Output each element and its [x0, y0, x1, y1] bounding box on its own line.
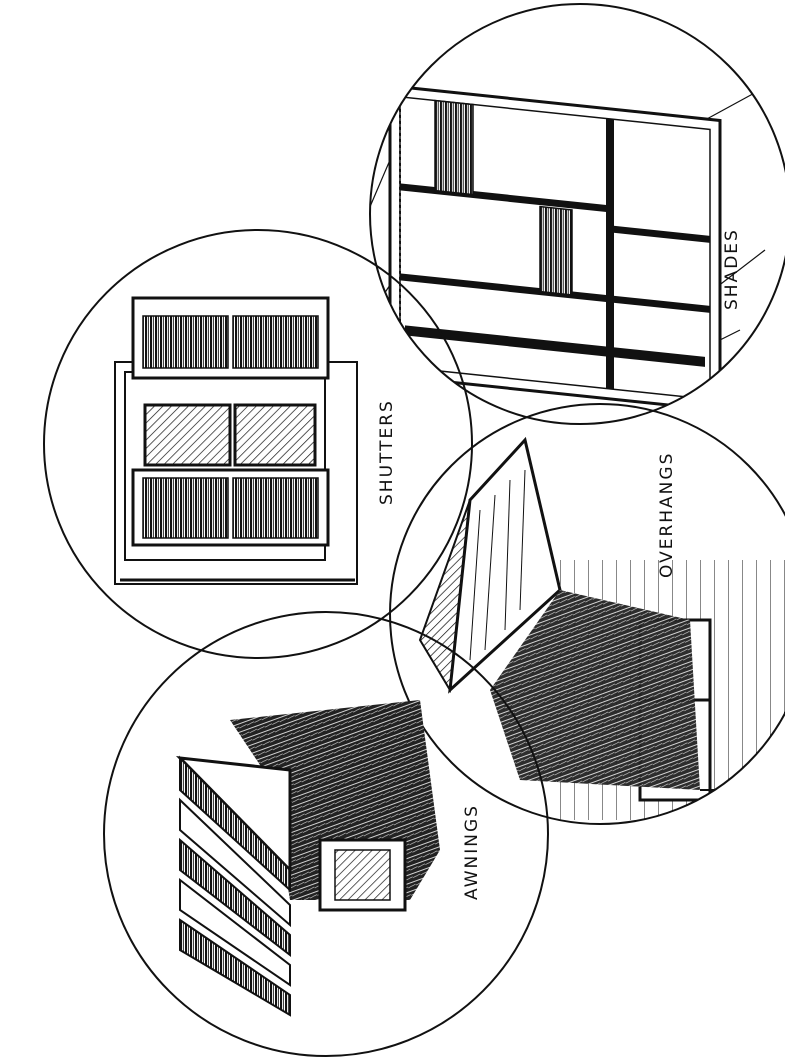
label-overhangs: OVERHANGS [657, 452, 677, 578]
label-awnings: AWNINGS [462, 804, 482, 900]
label-shades: SHADES [722, 228, 742, 310]
shades-vignette [360, 4, 785, 424]
overhangs-vignette [390, 404, 785, 824]
label-shutters: SHUTTERS [377, 399, 397, 505]
shutters-window-pane [145, 405, 230, 465]
shades-window [390, 86, 720, 411]
